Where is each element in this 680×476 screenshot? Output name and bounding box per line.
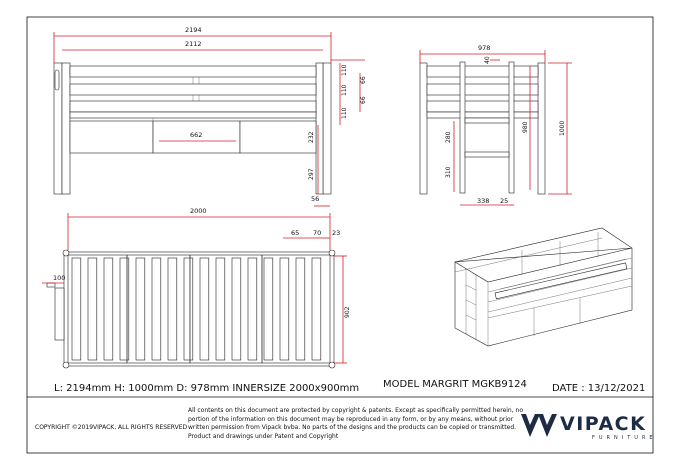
slat — [119, 257, 130, 361]
slat — [295, 257, 306, 361]
dim-drawer-height: 232 — [308, 131, 315, 143]
legal-notice: All contents on this document are protec… — [188, 407, 524, 440]
copyright-notice: COPYRIGHT ©2019VIPACK, ALL RIGHTS RESERV… — [35, 424, 188, 431]
side-view: 978 40 980 1000 280 310 338 25 — [419, 44, 572, 206]
slat — [87, 257, 98, 361]
dim-rail-height-1: 110 — [341, 64, 348, 76]
slat — [167, 257, 178, 361]
dim-inner-width: 902 — [344, 306, 351, 318]
product-specs: L: 2194mm H: 1000mm D: 978mm INNERSIZE 2… — [54, 383, 360, 394]
dim-frame-length: 2112 — [185, 40, 202, 48]
brand-name: VIPACK — [560, 413, 647, 435]
dim-leg-height: 297 — [308, 168, 315, 180]
dim-rail-zone: 980 — [522, 121, 529, 133]
slat — [311, 257, 322, 361]
slat — [231, 257, 242, 361]
dim-rail-height-3: 110 — [341, 107, 348, 119]
dim-drawer-width: 662 — [190, 131, 202, 139]
dim-rail-gap-1: 66 — [360, 76, 367, 84]
dim-post-width: 56 — [311, 195, 319, 203]
slat — [199, 257, 210, 361]
dim-ladder-overhang: 100 — [53, 274, 65, 282]
top-view: 2000 65 70 23 100 902 — [42, 207, 351, 369]
drawing-date: DATE : 13/12/2021 — [552, 383, 646, 394]
dim-total-height: 1000 — [559, 121, 566, 136]
dim-top-gap: 40 — [484, 56, 491, 64]
dim-rail-height-2: 110 — [341, 84, 348, 96]
dim-depth: 978 — [478, 44, 490, 52]
dim-inner-length: 2000 — [190, 207, 207, 215]
vipack-logo-icon — [521, 414, 557, 437]
slat — [151, 257, 162, 361]
slat-group — [71, 255, 322, 363]
dim-ladder-lower: 310 — [445, 166, 452, 178]
front-view: 2194 2112 662 110 110 110 66 66 232 297 … — [53, 26, 367, 207]
isometric-view — [454, 227, 633, 347]
slat — [103, 257, 114, 361]
dim-ladder-offset: 25 — [500, 197, 508, 205]
dim-slat-spacing: 65 — [291, 229, 299, 237]
slat — [135, 257, 146, 361]
dim-overall-length: 2194 — [185, 26, 202, 34]
slat — [183, 257, 194, 361]
sheet-border — [26, 16, 654, 454]
slat — [215, 257, 226, 361]
slat — [279, 257, 290, 361]
model-name: MODEL MARGRIT MGKB9124 — [383, 379, 527, 390]
dim-ladder-width: 338 — [477, 197, 489, 205]
slat — [263, 257, 274, 361]
dim-ladder-upper: 280 — [445, 131, 452, 143]
dim-slat-width: 70 — [313, 229, 321, 237]
slat — [71, 257, 82, 361]
slat — [247, 257, 258, 361]
dim-end-gap: 23 — [332, 229, 340, 237]
dim-rail-gap-2: 66 — [360, 96, 367, 104]
brand-subtitle: FURNITURE — [592, 435, 657, 441]
